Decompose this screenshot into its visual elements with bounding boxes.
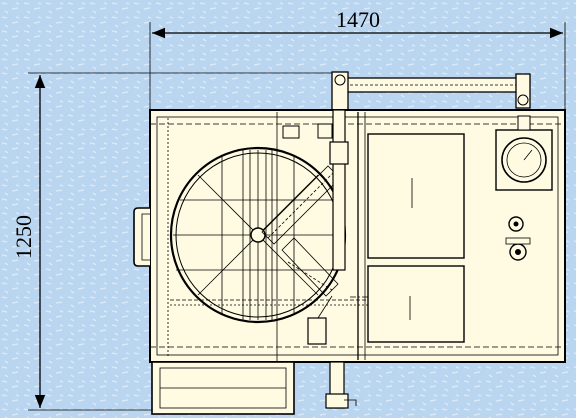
- right-compartments: [367, 133, 465, 343]
- diagonal-lattice: [261, 165, 341, 297]
- height-dimension: 1250: [11, 72, 338, 411]
- top-pipe-assembly: [331, 71, 531, 113]
- lower-panel: [367, 265, 465, 343]
- drain-valve: [325, 393, 349, 409]
- hand-wheel: [169, 146, 347, 324]
- lower-fitting: [307, 317, 327, 345]
- vertical-pipe: [332, 109, 346, 271]
- side-handle: [133, 207, 150, 267]
- top-horizontal-pipe: [339, 77, 529, 93]
- wheel-grid: [176, 150, 340, 320]
- width-dimension-label: 1470: [336, 7, 380, 32]
- control-panel: [495, 115, 553, 261]
- width-dimension: 1470: [149, 7, 566, 110]
- height-dimension-label: 1250: [11, 215, 36, 259]
- upper-panel: [367, 133, 465, 259]
- bottom-step: [151, 361, 357, 415]
- wheel-hub: [250, 227, 266, 243]
